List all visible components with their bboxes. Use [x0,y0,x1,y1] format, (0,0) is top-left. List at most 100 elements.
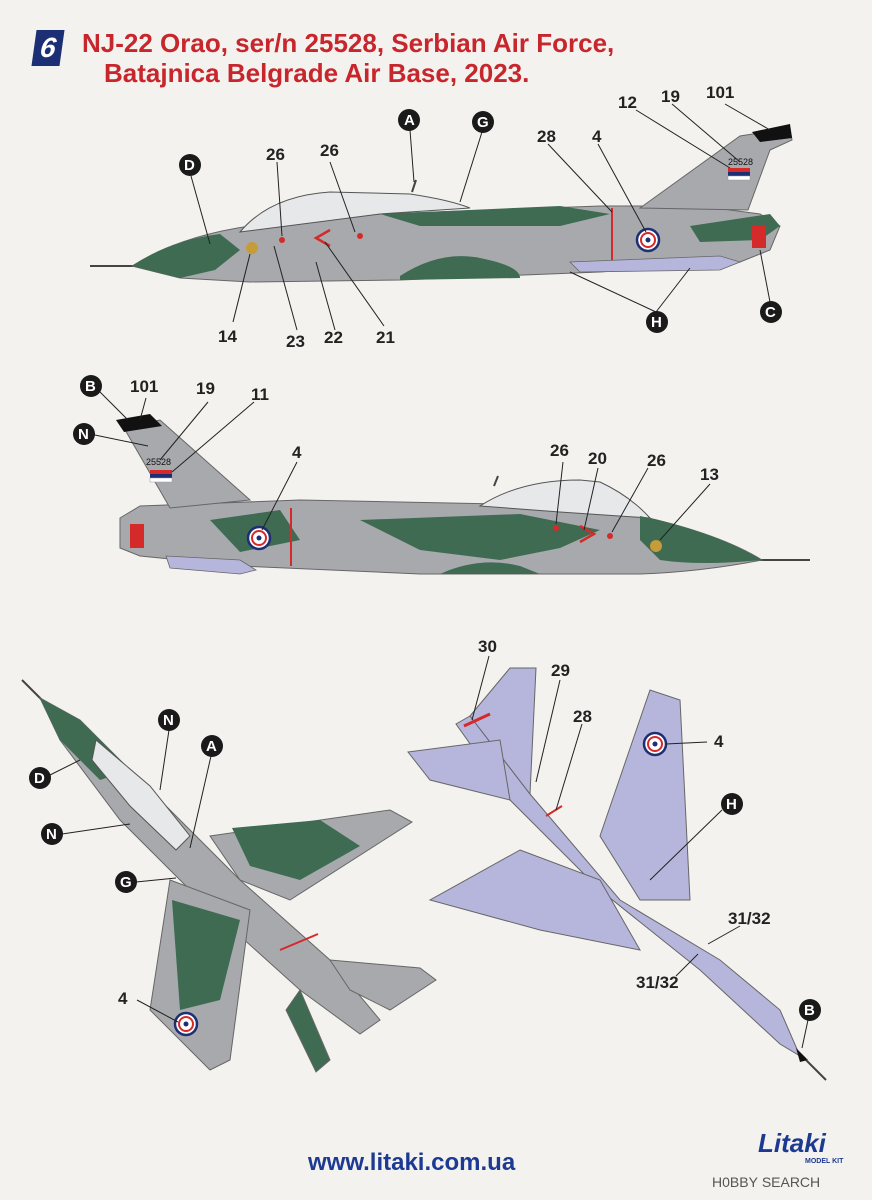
title-line-1: NJ-22 Orao, ser/n 25528, Serbian Air For… [82,28,615,58]
callouts-top-view: 4 N A D N G [29,709,223,1023]
antenna-left [411,179,417,193]
callout-22: 22 [324,328,343,347]
crest-badge-right [650,540,662,552]
callout-N-top: N [163,712,174,729]
marking-26a [279,237,285,243]
watermark-search: SEARCH [761,1174,821,1190]
top-view [21,679,437,1073]
website-url: www.litaki.com.ua [308,1149,516,1176]
callout-H-bottom: H [726,796,737,813]
callout-30: 30 [478,637,497,656]
roundel-left [635,227,661,253]
right-side-view: 25528 [116,414,810,575]
callout-4-bottom: 4 [714,732,724,751]
callout-C: C [765,304,776,321]
underwing-tank-left [569,255,742,273]
camo-spine-left [380,206,610,226]
camo-mid-right [360,514,600,560]
callout-B-circle [80,375,102,397]
bottom-roundel [642,731,668,757]
callout-G-top: G [120,874,132,891]
callout-N: N [78,426,89,443]
callout-26a: 26 [266,145,285,164]
fin-serial-left: 25528 [728,157,753,167]
marking-26c [553,525,559,531]
fin-flag-white-left [727,175,751,181]
callout-101-right: 101 [130,377,158,396]
bottom-view [407,667,827,1081]
callout-4: 4 [592,127,602,146]
camo-nose-right [640,516,762,563]
callout-D: D [184,157,195,174]
callout-21: 21 [376,328,395,347]
callout-B: B [85,378,96,395]
callout-B-bottom-circle [799,999,821,1021]
callouts-bottom-view: 30 29 28 4 31/32 31/32 H B [471,637,821,1049]
callout-N-top-circle [158,709,180,731]
antenna-right [493,475,499,487]
tail-fin-left [638,127,793,211]
callout-13: 13 [700,465,719,484]
callout-31-32b: 31/32 [636,973,679,992]
callout-12: 12 [618,93,637,112]
top-canopy [91,739,191,851]
hobbysearch-watermark: H0BBY SEARCH [712,1174,820,1190]
bottom-nose-black [796,1048,808,1062]
tail-fin-right [123,419,252,509]
top-tailplane-left [285,988,331,1073]
top-roundel [173,1011,199,1037]
litaki-logo-sub: MODEL KIT [805,1158,844,1165]
callout-G: G [477,114,489,131]
callout-26d: 26 [647,451,666,470]
callout-14: 14 [218,327,237,346]
header: 6 NJ-22 Orao, ser/n 25528, Serbian Air F… [0,0,872,90]
roundel-right [246,525,272,551]
callout-31-32a: 31/32 [728,909,771,928]
callouts-right-view: 101 19 11 4 26 20 26 13 B N [73,375,719,541]
bottom-red-30 [463,712,491,728]
camo-belly-right [440,562,540,574]
bottom-pitot [805,1059,827,1081]
top-wing-lower-camo [172,900,240,1010]
fin-flag-blue-right [150,474,172,478]
callout-28-bottom: 28 [573,707,592,726]
fin-flag-white-right [149,477,173,483]
tail-red-panel-right [130,524,144,548]
callout-D-circle [179,154,201,176]
camo-nose-left [132,234,240,278]
canopy-right [478,479,652,519]
callout-4-right: 4 [292,443,302,462]
callout-20: 20 [588,449,607,468]
callout-101: 101 [706,83,734,102]
callout-D-top-circle [29,767,51,789]
marking-26d [607,533,613,539]
callout-H-bottom-circle [721,793,743,815]
callouts-left-view: 26 26 12 19 101 28 4 14 23 22 21 A G D C… [179,83,782,351]
camo-belly-left [400,256,520,280]
callout-G-top-circle [115,871,137,893]
callout-A: A [404,112,415,129]
bottom-wing-left [428,849,641,951]
callout-28: 28 [537,127,556,146]
title-line-2: Batajnica Belgrade Air Base, 2023. [104,58,530,88]
callout-C-circle [760,301,782,323]
litaki-logo: Litaki [758,1128,826,1158]
left-side-view: 25528 [90,124,793,283]
callout-D-top: D [34,770,45,787]
callout-H: H [651,314,662,331]
tail-red-panel-left [752,226,766,248]
marking-26b [357,233,363,239]
top-pitot [21,679,43,701]
callout-19-right: 19 [196,379,215,398]
callout-H-circle [646,311,668,333]
bottom-tailplane-upper [469,667,537,796]
crest-badge-left [246,242,258,254]
callout-23: 23 [286,332,305,351]
fin-flag-blue-left [728,172,750,176]
callout-4-top: 4 [118,989,128,1008]
callout-N2-top-circle [41,823,63,845]
callout-N2-top: N [46,826,57,843]
bottom-wing-right [599,689,691,901]
bottom-red-28 [545,805,563,817]
